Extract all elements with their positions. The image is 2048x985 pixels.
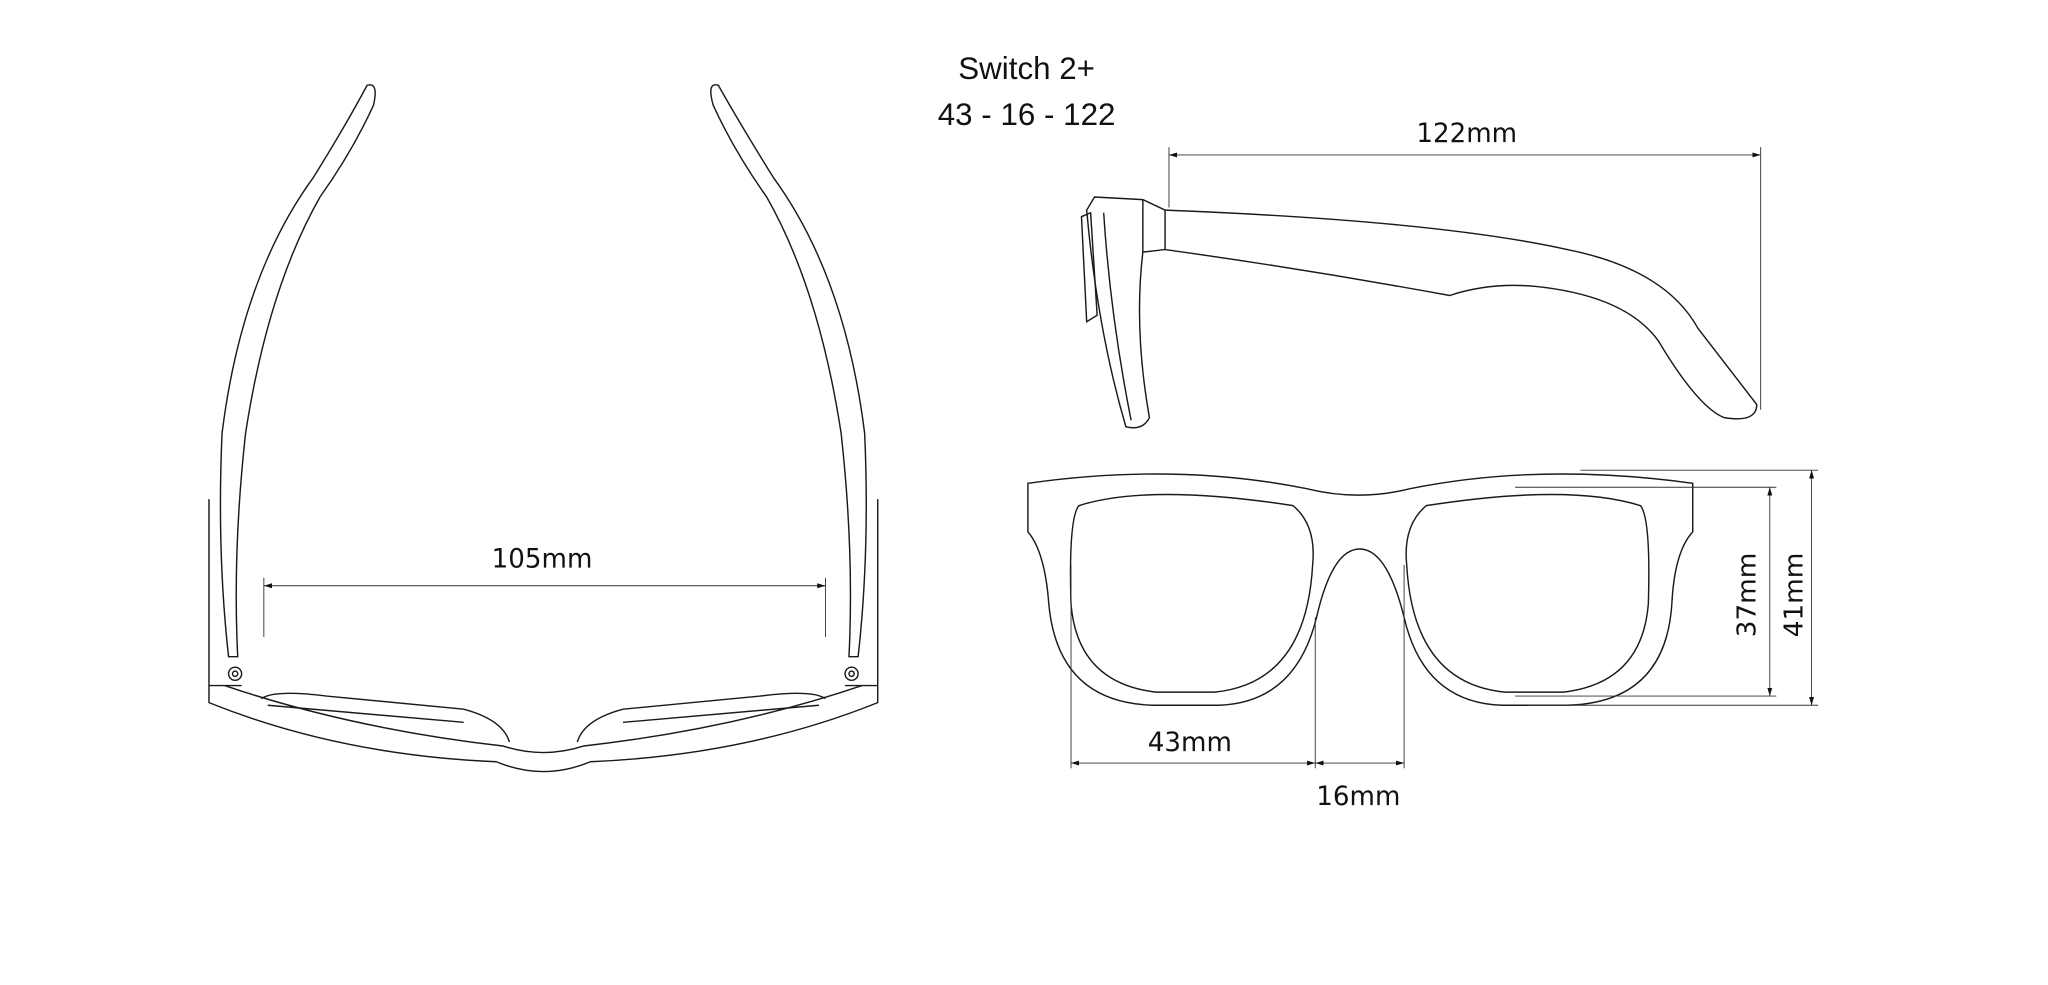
- size-code: 43 - 16 - 122: [938, 97, 1116, 132]
- side-front: [1085, 196, 1166, 429]
- frame-height-label: 41mm: [1780, 553, 1810, 638]
- lens-height-label: 37mm: [1732, 553, 1762, 638]
- right-temple: [710, 84, 867, 658]
- left-lens: [1069, 493, 1314, 693]
- hinge-screw-left: [227, 666, 243, 682]
- inner-width-label: 105mm: [492, 544, 593, 574]
- side-view: 122mm: [1080, 119, 1762, 429]
- side-temple: [1164, 209, 1758, 420]
- hinge-screw-right: [844, 666, 859, 682]
- right-lens: [1405, 493, 1650, 693]
- lens-width-label: 43mm: [1148, 728, 1232, 758]
- bridge-width-label: 16mm: [1316, 782, 1400, 812]
- front-frame: [1027, 473, 1694, 706]
- top-view: 105mm: [208, 84, 879, 773]
- front-view: 43mm 16mm 37mm 41mm: [1027, 469, 1819, 812]
- front-frame-top: [208, 499, 879, 773]
- model-name: Switch 2+: [958, 51, 1095, 86]
- left-temple: [219, 84, 376, 658]
- temple-length-label: 122mm: [1416, 119, 1517, 149]
